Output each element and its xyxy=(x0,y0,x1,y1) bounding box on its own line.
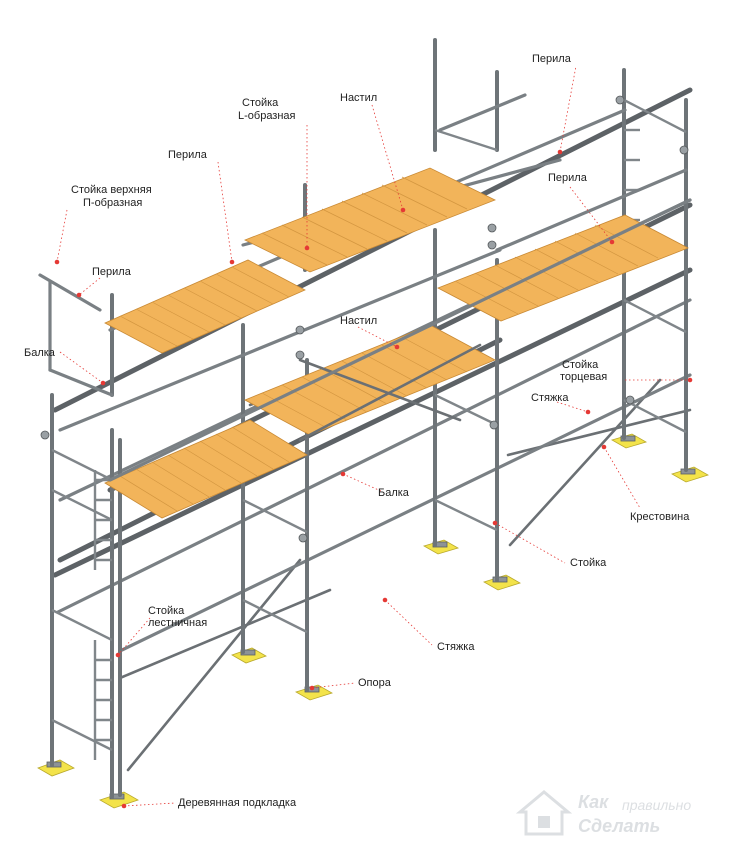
label-balka-center: Балка xyxy=(378,487,410,499)
pad-mid-1 xyxy=(231,647,267,664)
label-stoyka-ladder-1: Стойка xyxy=(148,605,185,617)
label-perila-top: Перила xyxy=(532,53,572,65)
label-nastil-middle: Настил xyxy=(340,315,377,327)
label-stoyka-l-1: Стойка xyxy=(242,97,279,109)
label-perila-small: Перила xyxy=(92,266,132,278)
label-stoyka-top-1: Стойка верхняя xyxy=(71,184,152,196)
pad-back-2 xyxy=(671,466,709,483)
label-nastil-top: Настил xyxy=(340,92,377,104)
label-stoyka: Стойка xyxy=(570,557,607,569)
watermark-line2: Сделать xyxy=(578,816,660,836)
label-perila-left-upper: Перила xyxy=(168,149,208,161)
leaders xyxy=(54,65,693,809)
front-braces xyxy=(58,198,692,482)
label-podkladka: Деревянная подкладка xyxy=(178,797,297,809)
watermark-line1b: правильно xyxy=(622,797,691,813)
deck-upper-right xyxy=(437,214,689,322)
label-perila-right: Перила xyxy=(548,172,588,184)
house-logo-icon xyxy=(515,790,573,836)
pad-front-left xyxy=(37,759,75,777)
label-stoyka-end-2: торцевая xyxy=(560,371,607,383)
label-stoyka-top-2: П-образная xyxy=(83,197,142,209)
label-styazhka-right: Стяжка xyxy=(531,392,569,404)
deck-upper-left xyxy=(104,259,306,354)
label-stoyka-end-1: Стойка xyxy=(562,359,599,371)
label-styazhka-bottom: Стяжка xyxy=(437,641,475,653)
labels: Перила Настил Стойка L-образная Перила С… xyxy=(24,53,690,809)
vertical-posts xyxy=(38,38,688,799)
deck-lower-center xyxy=(244,324,496,436)
label-balka-left: Балка xyxy=(24,347,56,359)
pad-mid-3 xyxy=(422,539,460,555)
deck-lower-left xyxy=(104,419,308,519)
label-opora: Опора xyxy=(358,677,392,689)
label-stoyka-l-2: L-образная xyxy=(238,110,296,122)
ladder-frame xyxy=(51,448,113,760)
label-krestovina: Крестовина xyxy=(630,511,690,523)
couplers xyxy=(40,95,689,543)
watermark-line1: Как xyxy=(578,792,609,812)
deck-upper-center xyxy=(244,167,496,273)
label-stoyka-ladder-2: лестничная xyxy=(148,617,207,629)
watermark: Как правильно Сделать xyxy=(515,790,691,836)
pad-back-1 xyxy=(610,433,648,449)
pad-mid-4 xyxy=(483,574,521,591)
